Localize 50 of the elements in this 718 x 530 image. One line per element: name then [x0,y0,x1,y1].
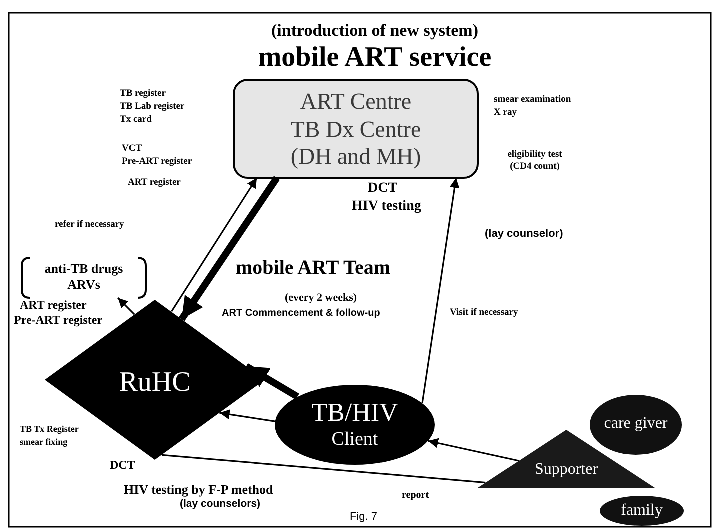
annotation-text: (lay counselors) [180,498,261,512]
bracket-note [22,258,146,298]
annotation-text: (every 2 weeks) [285,292,358,306]
annotation-text: DCT [110,458,136,473]
node-label: TB/HIV [310,397,400,428]
annotation-text: VCT [122,144,142,156]
annotation-text: eligibility test (CD4 count) [506,150,564,174]
node-label: Supporter [534,460,600,480]
arrow [220,410,276,422]
arrow [428,438,520,462]
diagram-title: mobile ART service [257,42,493,74]
node-label: anti-TB drugs ARVs [44,261,124,292]
arrow [422,178,460,404]
annotation-text: Visit if necessary [450,308,518,320]
annotation-text: report [402,490,430,502]
node-label: Client [330,429,380,452]
connector-line [162,454,486,484]
arrow [171,178,258,312]
family-ellipse [600,496,684,526]
annotation-text: smear examination [494,95,572,107]
figure-caption: Fig. 7 [350,511,378,523]
annotation-text: DCT [368,180,398,198]
arrow [118,298,136,316]
annotation-text: refer if necessary [55,220,124,232]
node-label: family [620,501,664,520]
supporter-triangle [478,430,655,488]
annotation-text: ART Commencement & follow-up [222,308,380,320]
node-label: RuHC [118,366,192,400]
thick-arrow [244,363,300,400]
annotation-text: TB Tx Register [20,424,79,436]
annotation-text: Pre-ART register [122,157,192,169]
node-label: care giver [603,414,669,434]
annotation-text: mobile ART Team [236,256,391,281]
annotation-text: Tx card [120,115,152,127]
annotation-text: smear fixing [20,437,68,448]
thick-arrow [178,176,280,322]
client-ellipse [275,385,435,465]
annotation-text: ART register [20,298,87,313]
node-label: ART Centre TB Dx Centre (DH and MH) [290,88,422,171]
care-giver-ellipse [590,395,682,455]
annotation-text: (lay counselor) [485,228,564,242]
annotation-text: HIV testing by F-P method [124,482,274,498]
annotation-text: HIV testing [352,198,422,216]
centre-box [234,80,478,178]
annotation-text: (introduction of new system) [270,20,480,42]
annotation-text: TB register [120,89,166,101]
annotation-text: Pre-ART register [14,313,103,328]
annotation-text: X ray [494,108,517,120]
annotation-text: TB Lab register [120,102,185,114]
annotation-text: ART register [128,178,181,190]
